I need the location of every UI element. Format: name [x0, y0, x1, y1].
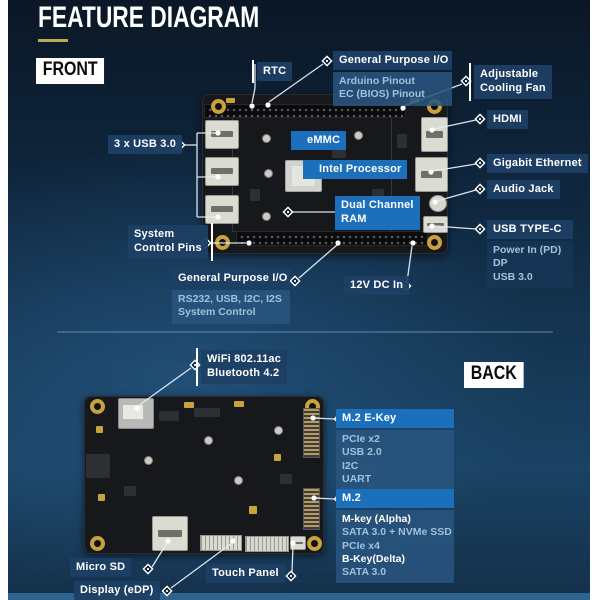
- mounting-hole: [211, 99, 226, 114]
- label-m2-e-key-sub: USB 2.0: [342, 446, 382, 459]
- label-usb-type-c-sub: USB 3.0: [493, 270, 533, 283]
- usb3-port: [205, 157, 239, 186]
- section-divider: [57, 331, 553, 333]
- label-usb-type-c-sub: DP: [493, 257, 508, 270]
- front-section-tag: FRONT: [36, 58, 105, 84]
- label-gpio-top-sub: EC (BIOS) Pinout: [339, 88, 425, 101]
- label-m2-bkey: B-Key(Delta): [342, 552, 406, 565]
- label-m2-mkey-detail: SATA 3.0 + NVMe SSD: [342, 526, 452, 539]
- label-emmc: eMMC: [291, 131, 347, 151]
- label-gpio-bottom-title: General Purpose I/O: [172, 269, 290, 289]
- label-display-edp: Display (eDP): [74, 581, 160, 600]
- label-cooling-fan: Adjustable Cooling Fan: [469, 63, 552, 101]
- ethernet-port: [415, 157, 448, 192]
- audio-jack-port: [429, 195, 447, 212]
- gpio-pin-header-bottom: [236, 231, 428, 246]
- page-title: FEATURE DIAGRAM: [38, 1, 260, 34]
- m2-ekey-slot: [303, 408, 320, 458]
- label-dual-channel-ram: Dual Channel RAM: [335, 196, 420, 230]
- label-m2-e-key-title: M.2 E-Key: [336, 409, 454, 429]
- label-gigabit-ethernet: Gigabit Ethernet: [487, 154, 588, 174]
- title-underline: [38, 39, 68, 42]
- mounting-hole: [90, 536, 105, 551]
- small-connector: [290, 536, 306, 550]
- mounting-hole: [90, 399, 105, 414]
- label-m2-e-key-sub: UART: [342, 472, 372, 485]
- label-m2-mkey: M-key (Alpha): [342, 513, 411, 526]
- label-m2-bkey-detail: SATA 3.0: [342, 565, 387, 578]
- usb-c-port: [423, 216, 448, 233]
- label-m2-mkey-detail: PCIe x4: [342, 539, 380, 552]
- back-section-tag: BACK: [464, 362, 524, 388]
- usb3-port: [205, 120, 239, 149]
- label-intel-processor: Intel Processor: [303, 160, 408, 180]
- m2-mkey-slot: [303, 488, 320, 530]
- label-gpio-top-sub: Arduino Pinout: [339, 75, 415, 88]
- hdmi-port: [421, 117, 448, 152]
- label-system-control-pins: System Control Pins: [128, 223, 213, 261]
- gpio-pin-header-top: [204, 104, 406, 118]
- back-board-photo: [84, 396, 324, 554]
- label-gpio-top-title: General Purpose I/O: [333, 51, 452, 71]
- label-gpio-bottom-sub: System Control: [178, 306, 256, 319]
- label-hdmi: HDMI: [487, 110, 528, 130]
- label-usb-type-c-sub: Power In (PD): [493, 244, 562, 257]
- wifi-module: [118, 398, 154, 429]
- label-usb-type-c: USB TYPE-C Power In (PD) DP USB 3.0: [487, 220, 573, 288]
- label-audio-jack: Audio Jack: [487, 180, 560, 200]
- bottom-accent-strip: [8, 593, 590, 600]
- micro-sd-slot: [152, 516, 188, 551]
- label-gpio-top: General Purpose I/O Arduino Pinout EC (B…: [333, 51, 452, 106]
- label-12v-dc-in: 12V DC In: [344, 276, 410, 296]
- label-usb-type-c-title: USB TYPE-C: [487, 220, 573, 240]
- label-m2-title: M.2: [336, 489, 454, 509]
- label-micro-sd: Micro SD: [70, 558, 132, 578]
- mounting-hole: [215, 235, 230, 250]
- label-gpio-bottom: General Purpose I/O RS232, USB, I2C, I2S…: [172, 269, 290, 324]
- touch-panel-connector: [245, 536, 289, 552]
- label-touch-panel: Touch Panel: [206, 564, 285, 584]
- edp-connector: [200, 535, 242, 551]
- mounting-hole: [427, 235, 442, 250]
- side-port: [86, 454, 110, 478]
- label-m2-e-key: M.2 E-Key PCIe x2 USB 2.0 I2C UART: [336, 409, 454, 490]
- label-3x-usb3: 3 x USB 3.0: [108, 135, 183, 155]
- mounting-hole: [307, 536, 322, 551]
- label-m2-e-key-sub: I2C: [342, 459, 359, 472]
- label-gpio-bottom-sub: RS232, USB, I2C, I2S: [178, 293, 282, 306]
- label-m2-e-key-sub: PCIe x2: [342, 433, 380, 446]
- label-wifi-bluetooth: WiFi 802.11ac Bluetooth 4.2: [195, 348, 288, 386]
- label-m2: M.2 M-key (Alpha) SATA 3.0 + NVMe SSD PC…: [336, 489, 454, 583]
- usb3-port: [205, 195, 239, 224]
- label-rtc: RTC: [251, 59, 293, 84]
